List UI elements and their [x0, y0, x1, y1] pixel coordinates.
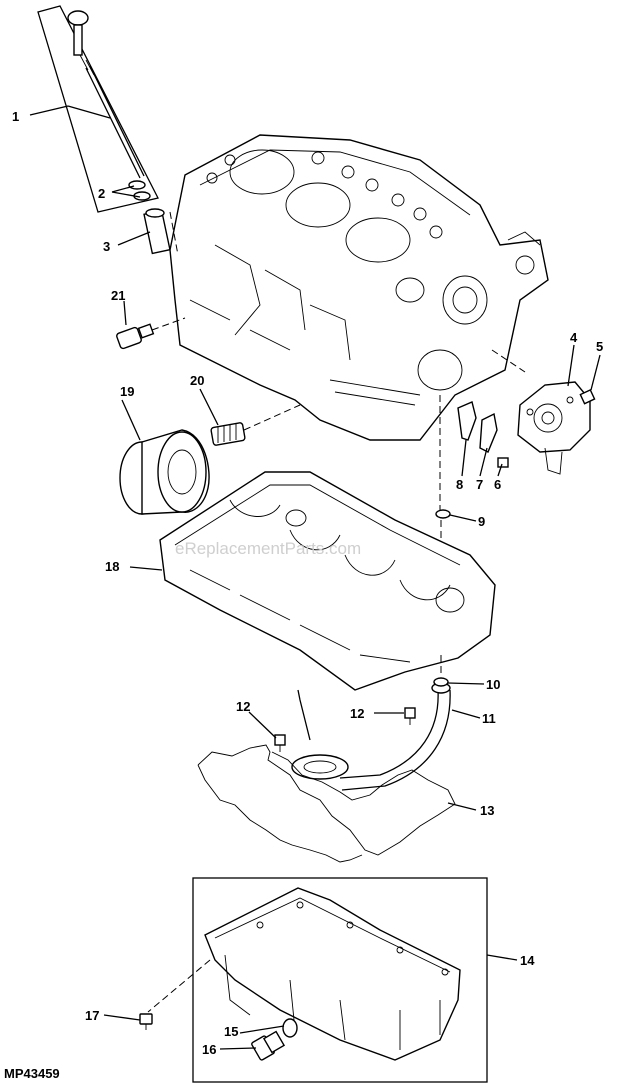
- dipstick-grip: [73, 24, 83, 56]
- oring-10: [433, 677, 449, 687]
- callout-11: 11: [482, 711, 496, 726]
- oil-pump-gasket-8: [457, 401, 477, 441]
- oil-strainer-pipe: [291, 682, 451, 791]
- callout-8: 8: [456, 477, 463, 492]
- callout-12-right: 12: [350, 706, 364, 721]
- callout-16: 16: [202, 1042, 216, 1057]
- callout-12-left: 12: [236, 699, 250, 714]
- oil-pan-gasket: [197, 744, 456, 863]
- callout-6: 6: [494, 477, 501, 492]
- dipstick-frame: [37, 5, 159, 213]
- bolt-12-right: [404, 707, 416, 725]
- callout-7: 7: [476, 477, 483, 492]
- oil-pump-gasket-7: [479, 412, 498, 453]
- oil-pump-bolt: [579, 389, 596, 405]
- oil-pump: [517, 381, 591, 475]
- oring-9: [435, 509, 451, 519]
- callout-17: 17: [85, 1008, 99, 1023]
- callout-3: 3: [103, 239, 110, 254]
- bolt-12-left: [274, 734, 286, 752]
- filter-nipple: [210, 422, 246, 446]
- callout-21: 21: [111, 288, 125, 303]
- callout-18: 18: [105, 559, 119, 574]
- assembly-lines: [147, 211, 526, 1013]
- callout-15: 15: [224, 1024, 238, 1039]
- oil-pan: [204, 887, 461, 1061]
- cylinder-block: [169, 134, 549, 441]
- bolt-17: [139, 1013, 153, 1030]
- dipstick-rod: [85, 67, 141, 179]
- callout-19: 19: [120, 384, 134, 399]
- callout-13: 13: [480, 803, 494, 818]
- callout-20: 20: [190, 373, 204, 388]
- oil-filter: [119, 429, 210, 515]
- leader-lines: [29, 105, 601, 1050]
- callout-9: 9: [478, 514, 485, 529]
- drain-washer: [282, 1018, 298, 1038]
- callout-1: 1: [12, 109, 19, 124]
- oil-pressure-switch: [116, 323, 155, 350]
- dipstick-tube: [143, 208, 171, 255]
- watermark: eReplacementParts.com: [175, 539, 361, 558]
- screw-6: [497, 457, 509, 468]
- callout-5: 5: [596, 339, 603, 354]
- callout-2: 2: [98, 186, 105, 201]
- callout-4: 4: [570, 330, 578, 345]
- diagram-code: MP43459: [4, 1066, 60, 1081]
- callout-10: 10: [486, 677, 500, 692]
- drain-plug: [251, 1030, 286, 1061]
- callout-labels: 1 2 3 4 5 6 7 8 9 10 11 12 12 13 14 15 1…: [12, 109, 603, 1057]
- oil-pan-box: [192, 877, 488, 1083]
- dipstick-handle: [67, 10, 89, 26]
- callout-14: 14: [520, 953, 535, 968]
- dipstick-assembly: [37, 5, 159, 213]
- crankcase: [159, 471, 496, 691]
- dipstick-oring-upper: [128, 180, 146, 190]
